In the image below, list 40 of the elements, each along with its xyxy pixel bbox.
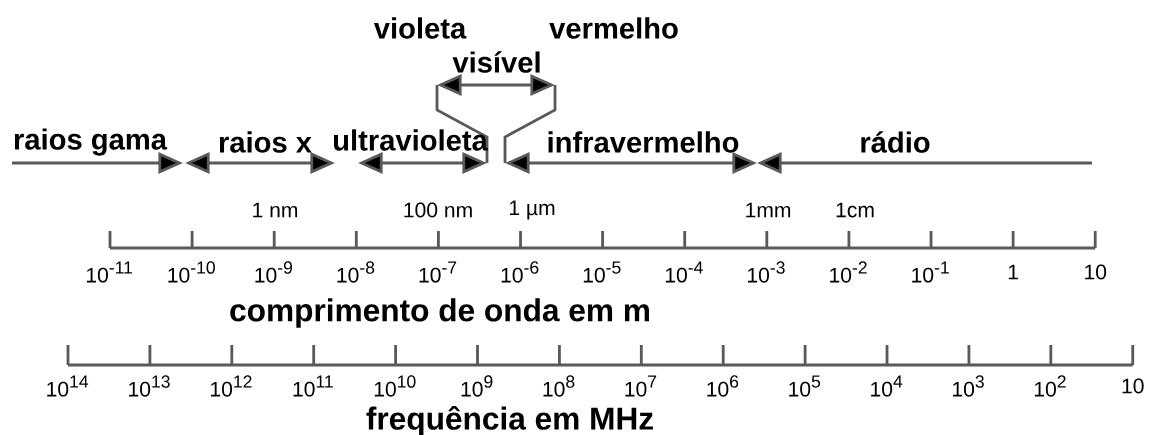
- tick-label: 10$^{-4}$: [665, 261, 703, 283]
- tick-label: 10$^{-11}$: [86, 261, 133, 283]
- tick-label: 10$^{-2}$: [830, 261, 867, 283]
- tick-label: 10$^{-3}$: [748, 261, 785, 283]
- band-label: raios x: [219, 131, 312, 153]
- tick-label: 10$^{3}$: [953, 375, 984, 397]
- band-label: vermelho: [549, 17, 678, 39]
- tick-label: 10$^{12}$: [211, 375, 252, 397]
- tick-label: 10$^{7}$: [625, 375, 657, 397]
- tick-label: 10$^{-10}$: [168, 261, 215, 283]
- band-label: raios gama: [14, 128, 168, 156]
- tick-label: 10$^{5}$: [789, 375, 821, 397]
- tick-label: 10$^{4}$: [871, 375, 903, 397]
- tick-label: 10$^{13}$: [129, 375, 170, 397]
- tick-label: 10$^{-8}$: [337, 261, 375, 283]
- unit-label: 1cm: [836, 202, 874, 218]
- unit-label: 1 µm: [509, 200, 555, 220]
- band-label: violeta: [373, 17, 467, 39]
- tick-label: 10$^{-1}$: [912, 261, 949, 283]
- unit-label: 1mm: [746, 202, 791, 218]
- tick-label: 10$^{8}$: [543, 375, 575, 397]
- tick-label: 10$^{10}$: [374, 375, 416, 397]
- tick-label: 10$^{-9}$: [255, 261, 293, 283]
- tick-label: 10$^{-5}$: [583, 261, 621, 283]
- tick-label: 1: [1008, 264, 1018, 280]
- band-label: visível: [452, 51, 540, 73]
- band-label: rádio: [861, 131, 930, 153]
- tick-label: 10$^{14}$: [47, 375, 89, 397]
- unit-label: 1 nm: [253, 202, 298, 218]
- tick-label: 10$^{-7}$: [419, 261, 457, 283]
- axis-title: comprimento de onda em m: [230, 298, 649, 328]
- band-label: infravermelho: [548, 131, 739, 153]
- unit-label: 100 nm: [404, 202, 472, 218]
- tick-label: 10: [1085, 264, 1107, 280]
- tick-label: 10$^{2}$: [1034, 375, 1066, 397]
- tick-label: 10: [1122, 378, 1144, 394]
- tick-label: 10$^{11}$: [293, 375, 333, 397]
- tick-label: 10$^{6}$: [707, 375, 739, 397]
- tick-label: 10$^{-6}$: [501, 261, 539, 283]
- tick-label: 10$^{9}$: [461, 375, 493, 397]
